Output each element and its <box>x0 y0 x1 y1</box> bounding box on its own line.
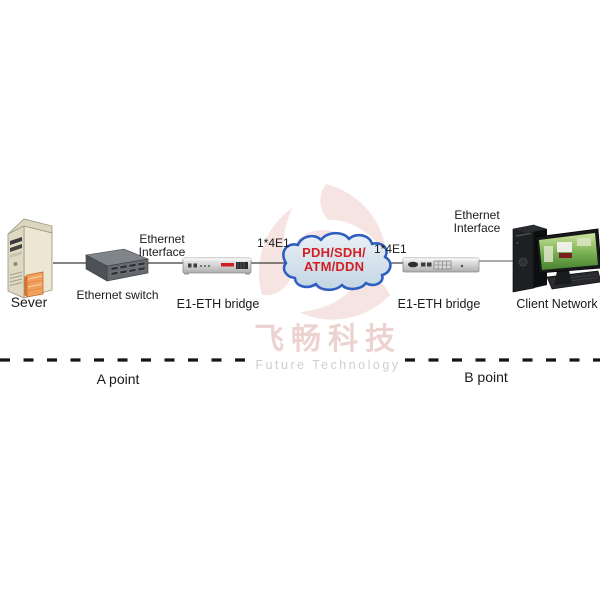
desktop-computer-icon <box>512 224 600 293</box>
ethernet-switch-icon <box>85 248 150 282</box>
ethernet-interface-label-right: Ethernet Interface <box>448 209 506 234</box>
e1-eth-bridge-left-icon <box>182 257 252 275</box>
watermark-brand-en: Future Technology <box>255 358 401 372</box>
cloud-label-line2: ATM/DDN <box>303 258 365 274</box>
server-tower-icon <box>7 218 53 299</box>
ethernet-interface-left-line1: Ethernet <box>139 232 185 246</box>
watermark-brand-cn: 飞畅科技 <box>254 323 402 356</box>
ethernet-interface-label-left: Ethernet Interface <box>133 233 191 258</box>
bridge-right-label: E1-ETH bridge <box>397 297 481 311</box>
switch-label: Ethernet switch <box>76 288 159 302</box>
bridge-left-label: E1-ETH bridge <box>176 297 260 311</box>
e1-label-right: 1*4E1 <box>374 242 407 256</box>
ethernet-interface-left-line2: Interface <box>138 244 186 259</box>
client-label: Client Network <box>516 297 598 311</box>
e1-eth-bridge-right-icon <box>402 257 480 273</box>
e1-label-left: 1*4E1 <box>257 236 290 250</box>
ethernet-interface-right-line2: Interface <box>453 220 501 235</box>
cloud-label: PDH/SDH/ ATM/DDN <box>288 246 380 273</box>
server-label: Sever <box>10 294 48 310</box>
zone-b-label: B point <box>464 369 508 385</box>
cloud-label-line1: PDH/SDH/ <box>302 245 366 260</box>
zone-a-label: A point <box>96 371 140 387</box>
ethernet-interface-right-line1: Ethernet <box>454 208 500 222</box>
wan-cloud-shape <box>282 231 392 292</box>
